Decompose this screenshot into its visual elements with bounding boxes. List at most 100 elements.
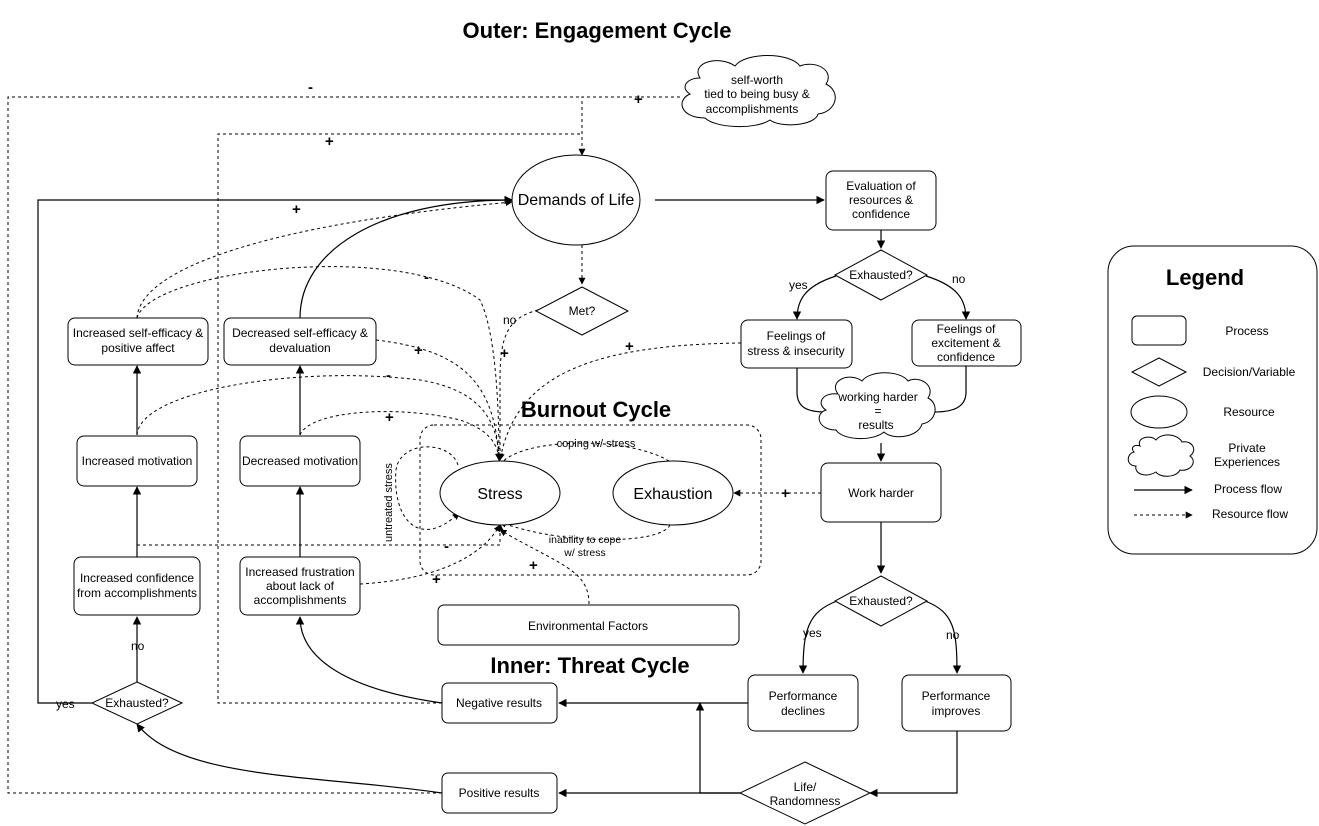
increased-motivation-box: Increased motivation [76, 435, 198, 487]
feelings-stress-line-1: Feelings of [767, 329, 826, 343]
performance-improves-line-1: Performance [922, 689, 991, 703]
exhausted-mid-diamond: Exhausted? [833, 575, 929, 627]
stress-label: Stress [477, 486, 522, 503]
increased-confidence-line-1: Increased confidence [80, 571, 194, 585]
performance-declines-line-2: declines [781, 704, 825, 718]
resource-flow-edges [7, 96, 821, 794]
increased-self-efficacy-line-2: positive affect [101, 341, 175, 355]
decreased-self-efficacy-box: Decreased self-efficacy & devaluation [223, 317, 377, 366]
self-worth-cloud: self-worth tied to being busy & accompli… [681, 55, 836, 128]
environmental-factors-box: Environmental Factors [437, 604, 740, 646]
sign-plus-devaluation-stress: + [414, 342, 423, 359]
increased-frustration-line-3: accomplishments [254, 593, 347, 607]
feelings-excitement-line-3: confidence [937, 350, 995, 364]
legend-resource-label: Resource [1223, 405, 1275, 419]
sign-minus-confidence-stress: - [444, 538, 449, 555]
negative-results-box: Negative results [441, 682, 558, 724]
performance-declines-line-1: Performance [769, 689, 838, 703]
increased-confidence-box: Increased confidence from accomplishment… [73, 556, 201, 616]
sign-plus-met-stress: + [500, 345, 509, 362]
performance-improves-box: Performance improves [901, 674, 1012, 732]
working-harder-line-1: working harder [837, 390, 917, 404]
working-harder-line-2: = [874, 404, 881, 418]
increased-self-efficacy-box: Increased self-efficacy & positive affec… [67, 317, 209, 366]
exhaustion-ellipse: Exhaustion [612, 460, 734, 526]
sign-plus-decmotivation-stress: + [385, 409, 394, 426]
title-inner-threat-cycle: Inner: Threat Cycle [490, 653, 689, 678]
title-outer-engagement-cycle: Outer: Engagement Cycle [463, 18, 732, 43]
legend-process-label: Process [1225, 324, 1268, 338]
edge-labels: - + + + - + + + - + + - + + no yes no ye… [56, 79, 966, 711]
label-yes-left: yes [56, 697, 75, 711]
stress-ellipse: Stress [439, 460, 561, 526]
self-worth-line-2: tied to being busy & [704, 87, 809, 101]
legend-title: Legend [1166, 265, 1244, 290]
legend-private-line-2: Experiences [1214, 455, 1280, 469]
evaluation-line-3: confidence [852, 207, 910, 221]
legend-cloud-shape [1127, 434, 1195, 477]
process-flow-edges [37, 195, 971, 798]
label-yes-top: yes [789, 278, 808, 292]
self-worth-line-1: self-worth [731, 73, 783, 87]
feelings-excitement-line-2: excitement & [931, 336, 1000, 350]
evaluation-line-2: resources & [849, 193, 913, 207]
sign-minus-efficacy-stress: - [424, 269, 429, 286]
feelings-excitement-line-1: Feelings of [937, 322, 996, 336]
title-burnout-cycle: Burnout Cycle [521, 397, 671, 422]
demands-of-life-label: Demands of Life [518, 192, 635, 209]
legend-resource-shape [1130, 395, 1188, 429]
exhaustion-label: Exhaustion [633, 486, 712, 503]
label-inability-line-2: w/ stress [563, 547, 605, 559]
legend-private-line-1: Private [1228, 441, 1266, 455]
performance-declines-box: Performance declines [747, 674, 859, 732]
increased-confidence-line-2: from accomplishments [77, 586, 197, 600]
met-label: Met? [569, 304, 596, 318]
exhausted-left-label: Exhausted? [105, 696, 169, 710]
sign-plus-self-worth: + [634, 91, 643, 108]
increased-motivation-label: Increased motivation [82, 454, 193, 468]
increased-frustration-line-2: about lack of [266, 579, 335, 593]
label-no-top: no [952, 272, 966, 286]
sign-plus-negative-loop: + [325, 133, 334, 150]
exhausted-top-label: Exhausted? [849, 268, 913, 282]
label-untreated-stress: untreated stress [383, 463, 395, 542]
label-inability-line-1: inability to cope [549, 534, 622, 546]
decreased-self-efficacy-line-2: devaluation [269, 341, 330, 355]
work-harder-box: Work harder [820, 462, 942, 523]
environmental-factors-label: Environmental Factors [528, 619, 648, 633]
work-harder-label: Work harder [848, 486, 914, 500]
evaluation-line-1: Evaluation of [846, 179, 916, 193]
exhausted-mid-label: Exhausted? [849, 594, 913, 608]
sign-plus-work-exhaustion: + [781, 485, 790, 502]
feelings-stress-box: Feelings of stress & insecurity [740, 319, 853, 369]
label-no-mid: no [946, 628, 960, 642]
working-harder-line-3: results [858, 418, 893, 432]
sign-plus-feelings-stress: + [625, 338, 634, 355]
self-worth-line-3: accomplishments [706, 102, 799, 116]
label-no-met: no [503, 313, 517, 327]
exhausted-top-diamond: Exhausted? [833, 249, 929, 301]
legend-decision-shape [1130, 357, 1188, 387]
sign-minus-motivation-stress: - [386, 367, 391, 384]
life-randomness-line-1: Life/ [794, 780, 817, 794]
increased-self-efficacy-line-1: Increased self-efficacy & [73, 326, 204, 340]
legend-process-shape [1131, 315, 1187, 346]
label-no-left: no [131, 639, 145, 653]
burnout-cycle-region [419, 424, 762, 576]
increased-frustration-line-1: Increased frustration [245, 565, 354, 579]
sign-plus-efficacy-demands: + [292, 201, 301, 218]
sign-minus-top: - [308, 79, 313, 96]
label-coping-with-stress: coping w/ stress [557, 438, 636, 450]
working-harder-cloud: working harder = results [818, 372, 936, 439]
sign-plus-env-stress: + [529, 557, 538, 574]
met-diamond: Met? [534, 286, 630, 336]
increased-frustration-box: Increased frustration about lack of acco… [239, 556, 361, 616]
negative-results-label: Negative results [456, 696, 542, 710]
decreased-motivation-label: Decreased motivation [242, 454, 358, 468]
positive-results-box: Positive results [441, 772, 558, 814]
performance-improves-line-2: improves [932, 704, 981, 718]
legend-resource-flow-label: Resource flow [1212, 507, 1288, 521]
sign-plus-frustration-stress: + [432, 571, 441, 588]
feelings-excitement-box: Feelings of excitement & confidence [911, 319, 1022, 367]
